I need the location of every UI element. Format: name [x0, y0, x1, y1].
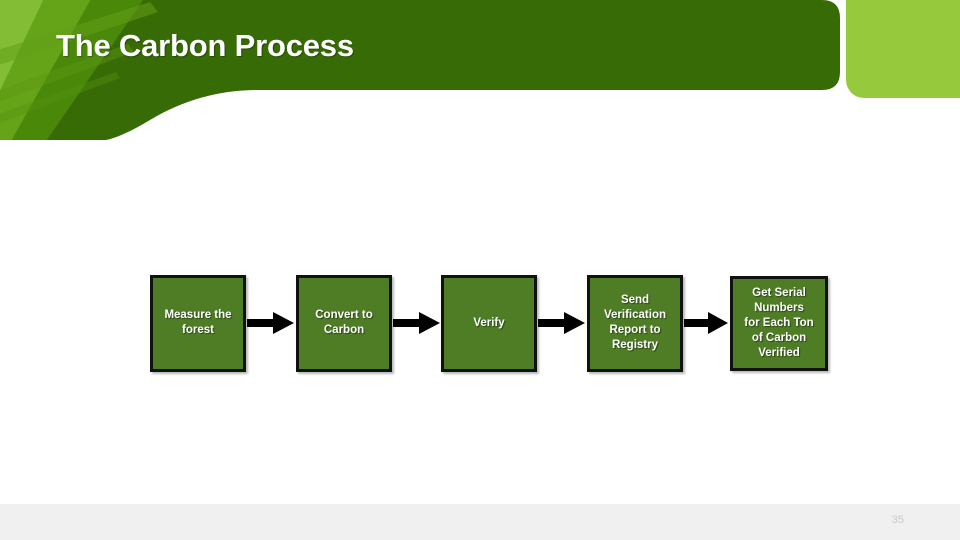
accent-block-top-right — [846, 0, 960, 98]
header-streak-c — [0, 72, 120, 138]
flow-step-4[interactable]: Send Verification Report to Registry — [587, 274, 683, 372]
flow-step-4-label: Send Verification Report to Registry — [604, 294, 666, 351]
arrow-right-icon-1 — [246, 309, 296, 337]
arrow-right-icon-3 — [537, 309, 587, 337]
process-flowchart: Measure the forest Convert to Carbon Ver… — [150, 274, 828, 372]
header-swoosh-mid — [0, 0, 150, 140]
arrow-right-icon-4 — [683, 309, 730, 337]
header-swoosh-lightest — [0, 0, 48, 120]
header-band — [0, 0, 840, 140]
flow-step-3[interactable]: Verify — [441, 274, 537, 372]
flow-step-5[interactable]: Get Serial Numbers for Each Ton of Carbo… — [730, 275, 828, 371]
footer-band — [0, 504, 960, 540]
flow-step-5-label: Get Serial Numbers for Each Ton of Carbo… — [744, 286, 814, 359]
flow-step-1-label: Measure the forest — [164, 309, 232, 336]
header-swoosh-light — [0, 0, 96, 140]
flow-step-1[interactable]: Measure the forest — [150, 274, 246, 372]
header-base-fill — [0, 0, 840, 140]
flow-step-3-label: Verify — [473, 316, 505, 329]
page-title: The Carbon Process — [56, 28, 354, 63]
flow-step-2-label: Convert to Carbon — [315, 309, 373, 336]
flow-step-2[interactable]: Convert to Carbon — [296, 274, 392, 372]
arrow-right-icon-2 — [392, 309, 441, 337]
page-number: 35 — [891, 514, 904, 526]
